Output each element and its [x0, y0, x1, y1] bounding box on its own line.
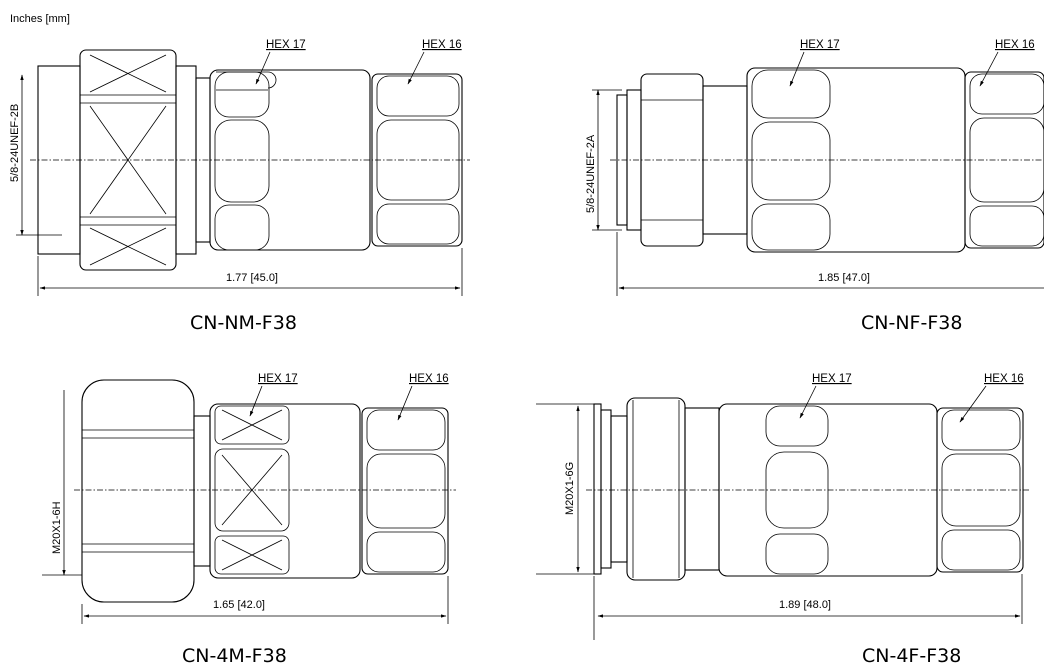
thread-label-cn-4f-f38: M20X1-6G — [564, 462, 576, 515]
hex16-label-cn-nf-f38: HEX 16 — [995, 39, 1035, 51]
hex17-label-cn-nm-f38: HEX 17 — [266, 39, 306, 51]
drawing-cn-4f-f38: M20X1-6G 1.89 [48.0] HEX 17 HEX 16 CN-4F… — [536, 373, 1030, 667]
units-label: Inches [mm] — [10, 13, 70, 25]
hex16-label-cn-4f-f38: HEX 16 — [984, 373, 1024, 385]
hex17-label-cn-nf-f38: HEX 17 — [800, 39, 840, 51]
hex16-label-cn-nm-f38: HEX 16 — [422, 39, 462, 51]
hex16-label-cn-4m-f38: HEX 16 — [409, 373, 449, 385]
part-name-cn-4m-f38: CN-4M-F38 — [182, 645, 287, 667]
part-name-cn-nm-f38: CN-NM-F38 — [190, 312, 297, 334]
thread-label-cn-nm-f38: 5/8-24UNEF-2B — [9, 104, 21, 182]
hex17-label-cn-4m-f38: HEX 17 — [258, 373, 298, 385]
drawing-cn-nm-f38: 5/8-24UNEF-2B 1.77 [45.0] HEX 17 HEX 16 … — [9, 39, 470, 334]
part-name-cn-4f-f38: CN-4F-F38 — [862, 645, 961, 667]
thread-label-cn-4m-f38: M20X1-6H — [51, 501, 63, 554]
length-label-cn-4m-f38: 1.65 [42.0] — [213, 599, 265, 611]
length-label-cn-4f-f38: 1.89 [48.0] — [779, 599, 831, 611]
drawing-cn-4m-f38: M20X1-6H 1.65 [42.0] HEX 17 HEX 16 CN-4M… — [42, 373, 456, 667]
part-name-cn-nf-f38: CN-NF-F38 — [861, 312, 962, 334]
thread-label-cn-nf-f38: 5/8-24UNEF-2A — [585, 134, 597, 213]
length-label-cn-nm-f38: 1.77 [45.0] — [226, 272, 278, 284]
length-label-cn-nf-f38: 1.85 [47.0] — [818, 272, 870, 284]
drawing-cn-nf-f38: 5/8-24UNEF-2A 1.85 [47.0] HEX 17 HEX 16 … — [585, 39, 1044, 334]
hex17-label-cn-4f-f38: HEX 17 — [812, 373, 852, 385]
